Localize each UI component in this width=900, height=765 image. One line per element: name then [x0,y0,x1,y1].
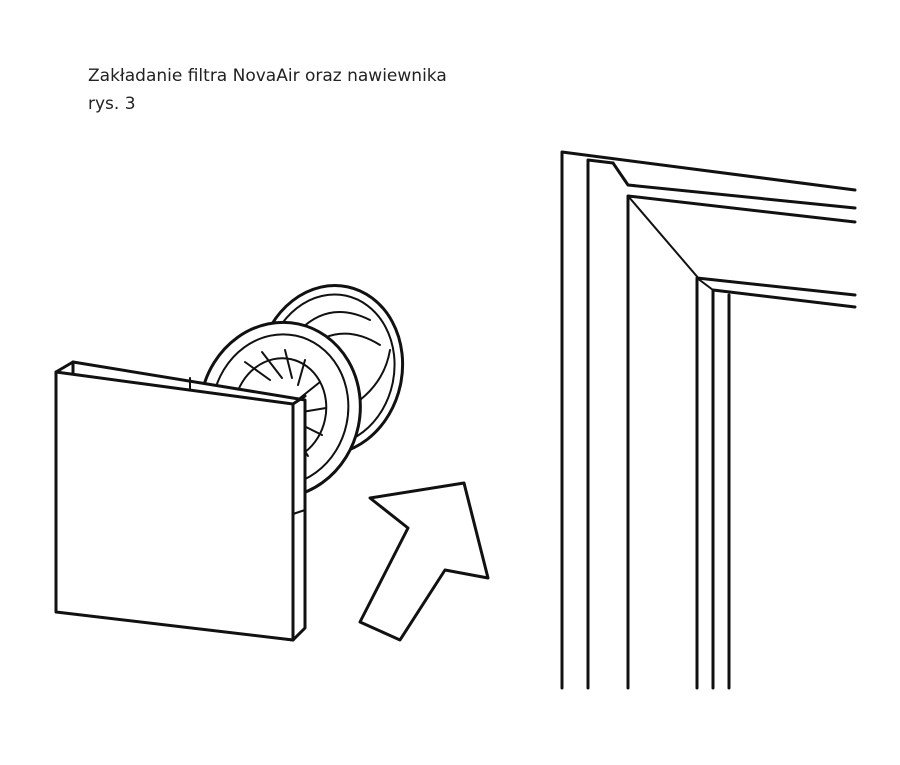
insertion-arrow-icon [358,481,490,642]
filter-cover-panel [54,360,307,642]
figure-number: rys. 3 [88,94,136,114]
window-frame [560,150,857,690]
figure-caption: Zakładanie filtra NovaAir oraz nawiewnik… [88,64,447,116]
figure-title: Zakładanie filtra NovaAir oraz nawiewnik… [88,66,447,86]
